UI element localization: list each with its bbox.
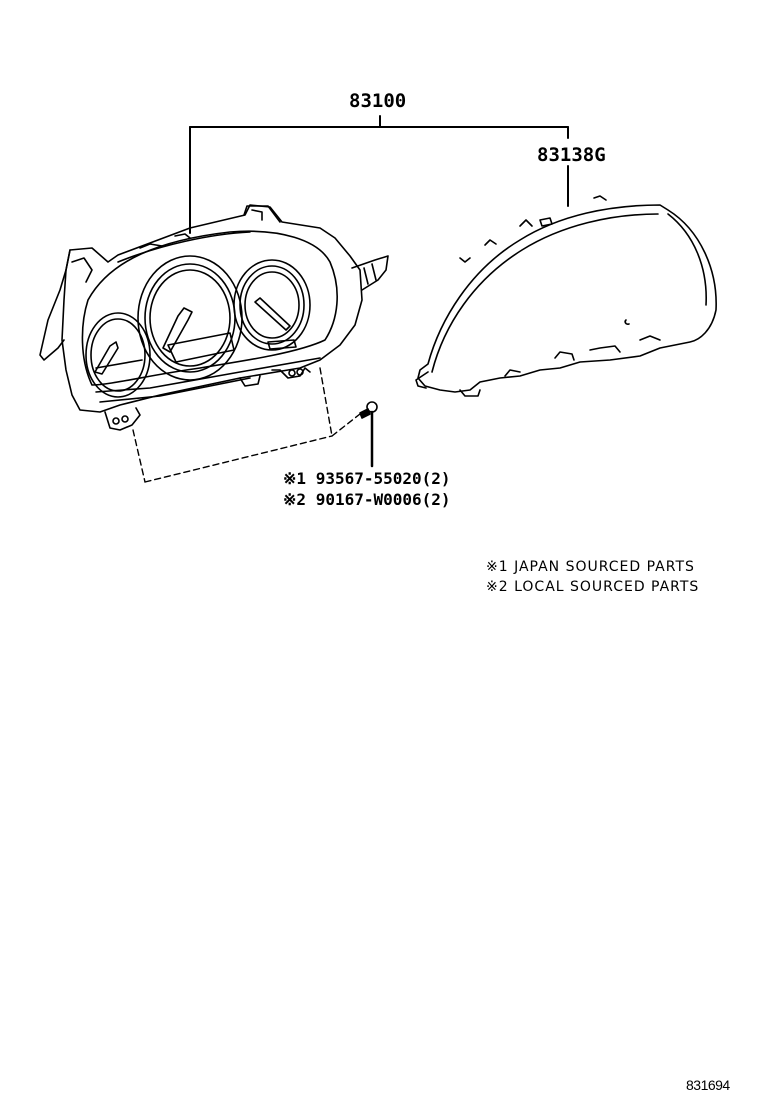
illustration-code: 831694 (686, 1077, 730, 1093)
sub-part-number[interactable]: 83138G (537, 144, 606, 166)
meter-assembly-icon (39, 204, 389, 431)
screw-icon (359, 401, 378, 468)
fastener-mark: ※1 (283, 469, 307, 488)
fastener-part-number: 93567-55020 (315, 469, 422, 488)
meter-glass-icon (415, 195, 717, 397)
legend-mark: ※1 (486, 559, 509, 575)
legend-item-2: ※2 LOCAL SOURCED PARTS (486, 579, 699, 595)
fastener-qty: (2) (421, 490, 451, 509)
legend-mark: ※2 (486, 579, 509, 595)
fastener-callout-1[interactable]: ※1 93567-55020(2) (283, 469, 451, 488)
fastener-part-number: 90167-W0006 (315, 490, 422, 509)
legend-item-1: ※1 JAPAN SOURCED PARTS (486, 559, 695, 575)
legend-text: JAPAN SOURCED PARTS (514, 559, 695, 575)
fastener-callout-2[interactable]: ※2 90167-W0006(2) (283, 490, 451, 509)
leader-lines (189, 115, 569, 234)
assembly-part-number[interactable]: 83100 (349, 90, 407, 112)
fastener-mark: ※2 (283, 490, 307, 509)
install-guide-lines (132, 367, 361, 483)
legend-text: LOCAL SOURCED PARTS (514, 579, 700, 595)
fastener-qty: (2) (421, 469, 451, 488)
